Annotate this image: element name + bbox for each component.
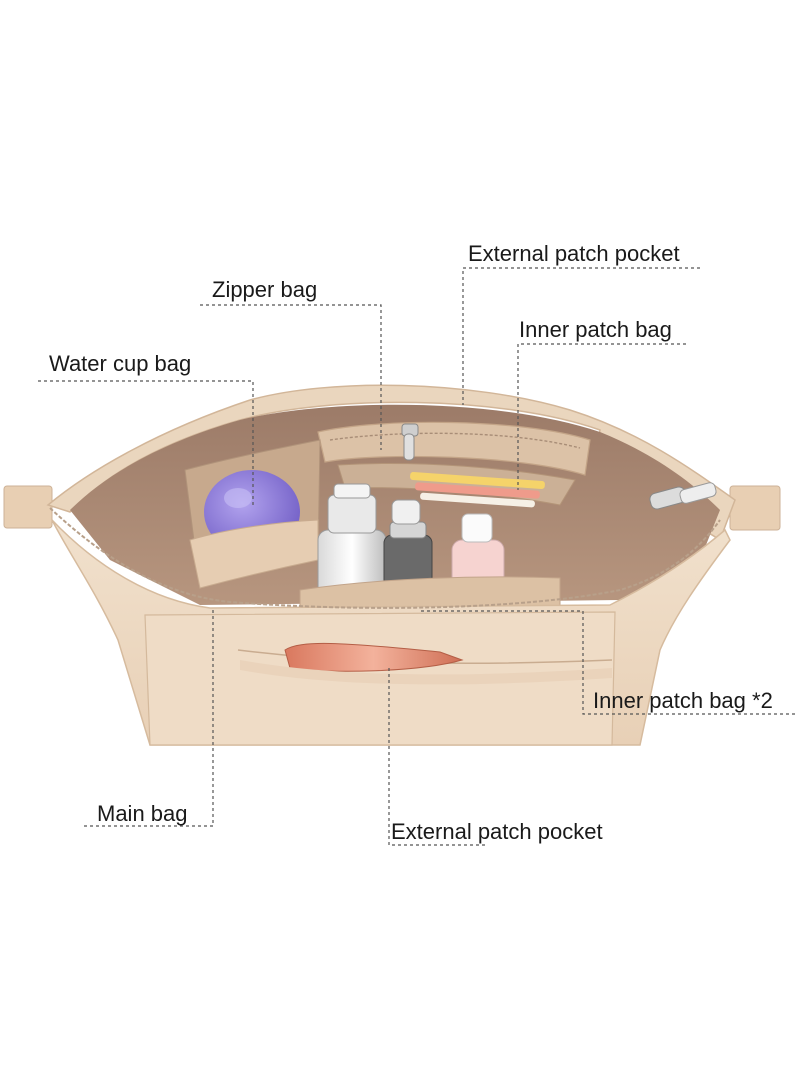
water-cup-bag	[184, 439, 321, 589]
inner-divider	[299, 576, 561, 613]
leader-lines	[38, 267, 795, 846]
leader-zipper-bag	[200, 304, 382, 450]
external-front-pocket	[144, 611, 616, 746]
bag-rim	[46, 384, 736, 542]
label-water-cup-bag: Water cup bag	[49, 351, 192, 376]
label-external-patch-pocket-bottom: External patch pocket	[391, 819, 603, 844]
label-external-patch-pocket-top: External patch pocket	[468, 241, 680, 266]
label-inner-patch-bag: Inner patch bag	[519, 317, 672, 342]
inner-patch-bag-items	[337, 462, 576, 508]
leader-inner-patch-bag-x2	[420, 610, 795, 715]
leader-external-patch-pocket-bottom	[388, 665, 485, 846]
main-zipper	[49, 507, 721, 609]
zipper-bag	[317, 421, 591, 476]
right-zipper-tab	[729, 485, 781, 531]
left-zipper-tab	[3, 485, 53, 529]
leader-external-patch-pocket-top	[462, 267, 700, 405]
leader-inner-patch-bag	[517, 343, 686, 490]
label-main-bag: Main bag	[97, 801, 188, 826]
leader-main-bag	[84, 610, 214, 827]
zipper-pull	[649, 482, 717, 510]
label-inner-patch-bag-x2: Inner patch bag *2	[593, 688, 773, 713]
label-zipper-bag: Zipper bag	[212, 277, 318, 302]
